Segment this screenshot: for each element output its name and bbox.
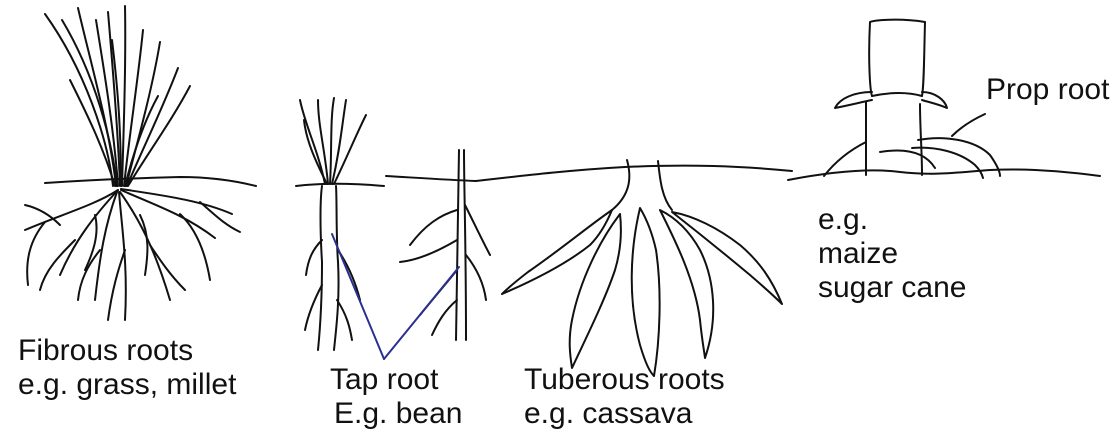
tap-root-example: E.g. bean bbox=[334, 397, 462, 431]
prop-root-example-maize: maize bbox=[818, 237, 898, 271]
fibrous-roots-example: e.g. grass, millet bbox=[18, 368, 236, 402]
fibrous-grass-leaves bbox=[45, 6, 190, 186]
tuberous-roots-example: e.g. cassava bbox=[524, 397, 692, 431]
tap-root-label: Tap root bbox=[330, 363, 438, 397]
prop-root-right-3 bbox=[880, 151, 935, 168]
prop-stem-lower bbox=[866, 102, 922, 175]
tuberous-root-plant bbox=[476, 160, 792, 376]
fibrous-roots-label: Fibrous roots bbox=[18, 334, 193, 368]
tap-soil-line-left bbox=[296, 184, 384, 186]
tap-root-plants bbox=[296, 98, 490, 350]
prop-soil-line bbox=[788, 169, 1100, 180]
tap-root-plant-left bbox=[300, 98, 366, 350]
tuber-4 bbox=[660, 210, 713, 358]
prop-stem-outline bbox=[869, 20, 925, 96]
tuberous-stem-right-edge bbox=[658, 161, 672, 210]
prop-root-example-sugar-cane: sugar cane bbox=[818, 271, 966, 305]
prop-stem-node bbox=[872, 93, 922, 96]
tuberous-soil-line bbox=[476, 166, 792, 181]
prop-root-example-prefix: e.g. bbox=[818, 203, 868, 237]
tuber-2 bbox=[570, 214, 621, 368]
prop-label-pointer bbox=[952, 114, 985, 136]
fibrous-root-plant bbox=[25, 6, 256, 320]
fibrous-root-mass bbox=[25, 189, 240, 320]
prop-root-label: Prop root bbox=[986, 73, 1109, 107]
tuberous-roots-label: Tuberous roots bbox=[524, 363, 725, 397]
tap-soil-line-right bbox=[386, 176, 476, 181]
prop-leaf-right bbox=[922, 92, 947, 108]
tuber-5 bbox=[672, 212, 782, 304]
fibrous-soil-line bbox=[45, 177, 256, 186]
tuber-3 bbox=[632, 208, 660, 376]
